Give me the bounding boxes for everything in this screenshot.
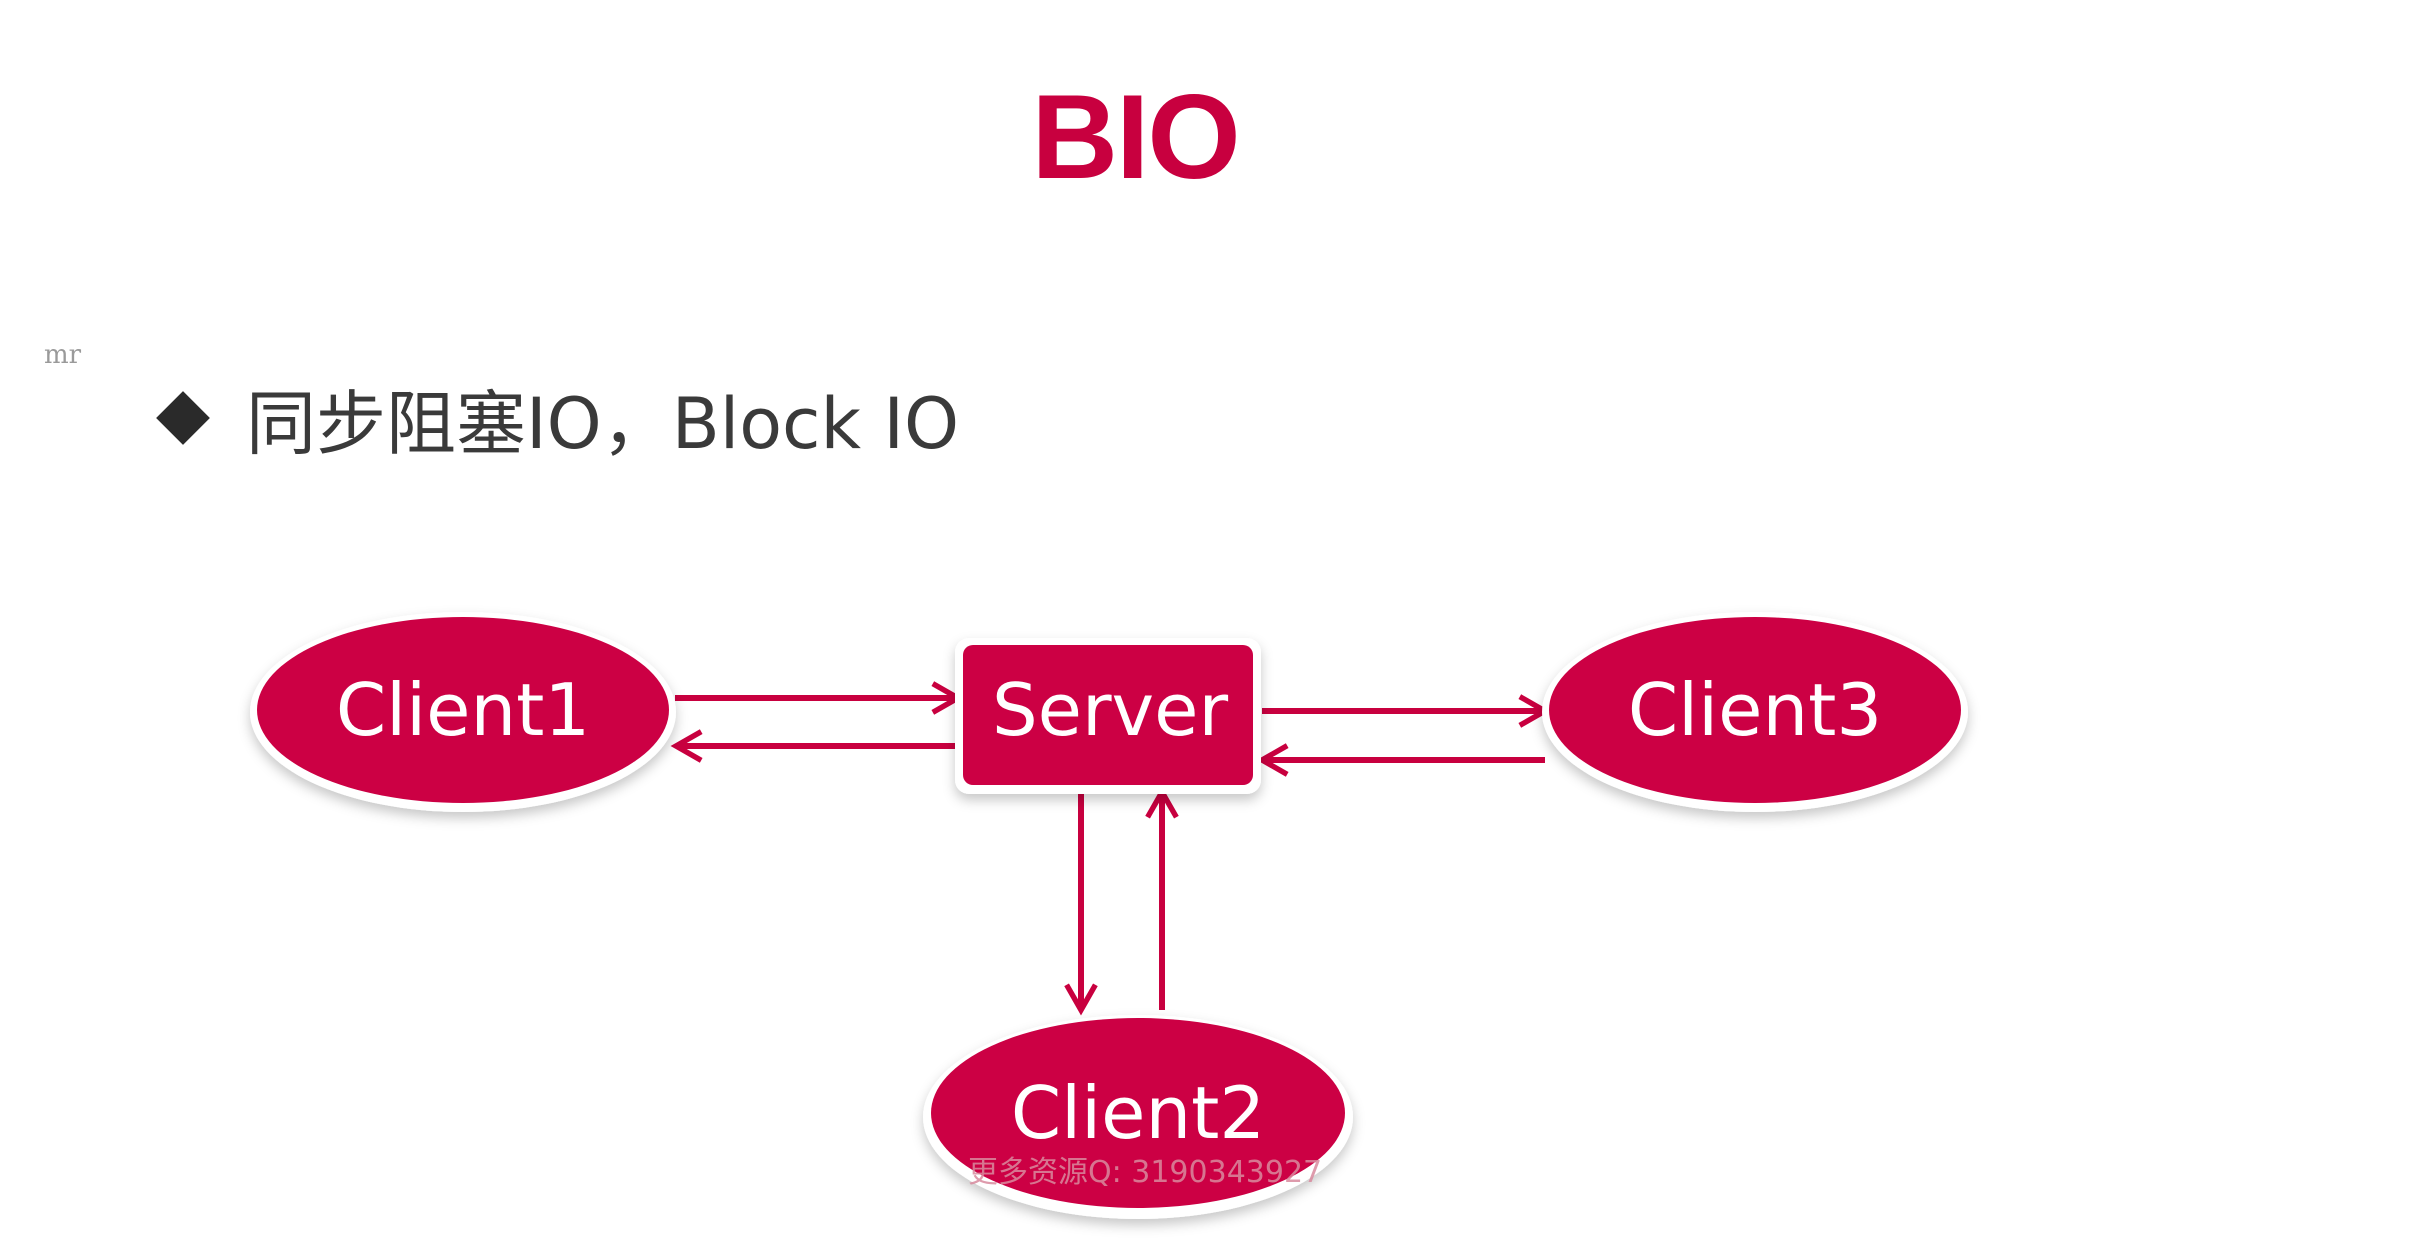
client1-node: Client1 xyxy=(250,612,676,812)
corner-mark: mr xyxy=(44,340,82,370)
client3-node: Client3 xyxy=(1542,612,1968,812)
server-node: Server xyxy=(955,638,1261,794)
client1-label: Client1 xyxy=(336,668,590,752)
bullet-text: 同步阻塞IO，Block IO xyxy=(246,382,960,465)
watermark-text: 更多资源Q: 3190343927 xyxy=(968,1155,1322,1190)
arrows xyxy=(675,698,1545,1010)
slide-title: BIO xyxy=(1031,70,1240,204)
bullet-item: 同步阻塞IO，Block IO xyxy=(152,370,959,466)
client2-node: Client2 更多资源Q: 3190343927 xyxy=(923,1015,1353,1219)
server-label: Server xyxy=(992,668,1229,752)
client3-label: Client3 xyxy=(1628,668,1882,752)
client2-label: Client2 xyxy=(1011,1071,1265,1155)
